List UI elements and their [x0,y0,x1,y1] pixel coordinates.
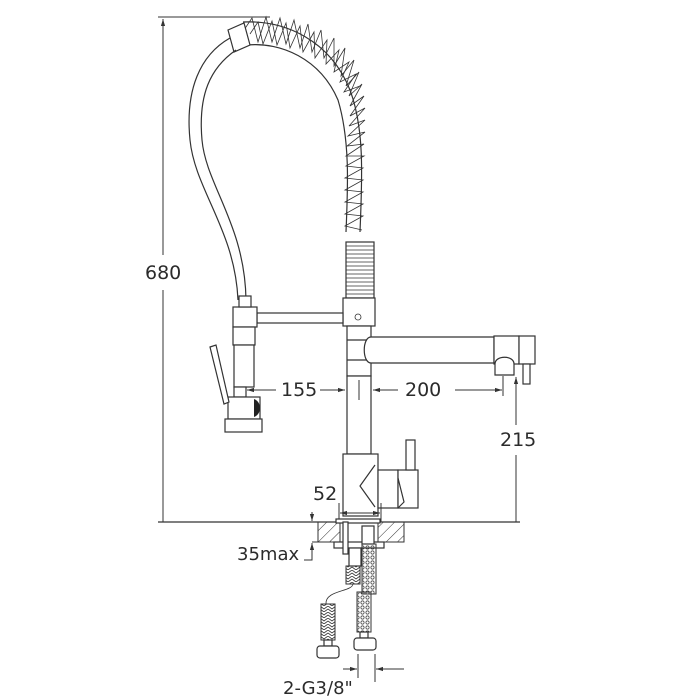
pull-down-sprayer [209,295,263,433]
dimension-label-35max: 35max [237,544,299,565]
dimension-base-diameter: 52 [313,483,382,522]
deck-section [317,518,405,549]
dimension-label-g38: 2-G3/8" [283,678,353,699]
dimension-label-155: 155 [281,379,317,401]
dimension-spout-height: 215 [500,377,536,522]
spring-base-ribbed [345,241,375,299]
flex-hose [188,37,247,301]
mixer-body [342,439,419,517]
hose-end-cap [227,22,251,53]
fixed-spout [363,335,536,385]
dimension-spray-offset: 155 [247,379,360,401]
dimension-deck-thickness: 35max [237,512,330,565]
spring-coil [242,15,366,233]
dimension-connection: 2-G3/8" [283,654,404,699]
sprayer-holder-arm [232,306,344,328]
mounting-shank-and-hoses [316,521,377,659]
dimension-spout-reach: 200 [373,376,504,401]
faucet-body-column [342,297,376,455]
dimension-total-height: 680 [145,16,270,522]
dimension-label-680: 680 [145,262,181,284]
dimension-label-52: 52 [313,483,337,505]
dimension-label-200: 200 [405,379,441,401]
dimension-label-215: 215 [500,429,536,451]
sprayer-lever [209,344,230,405]
